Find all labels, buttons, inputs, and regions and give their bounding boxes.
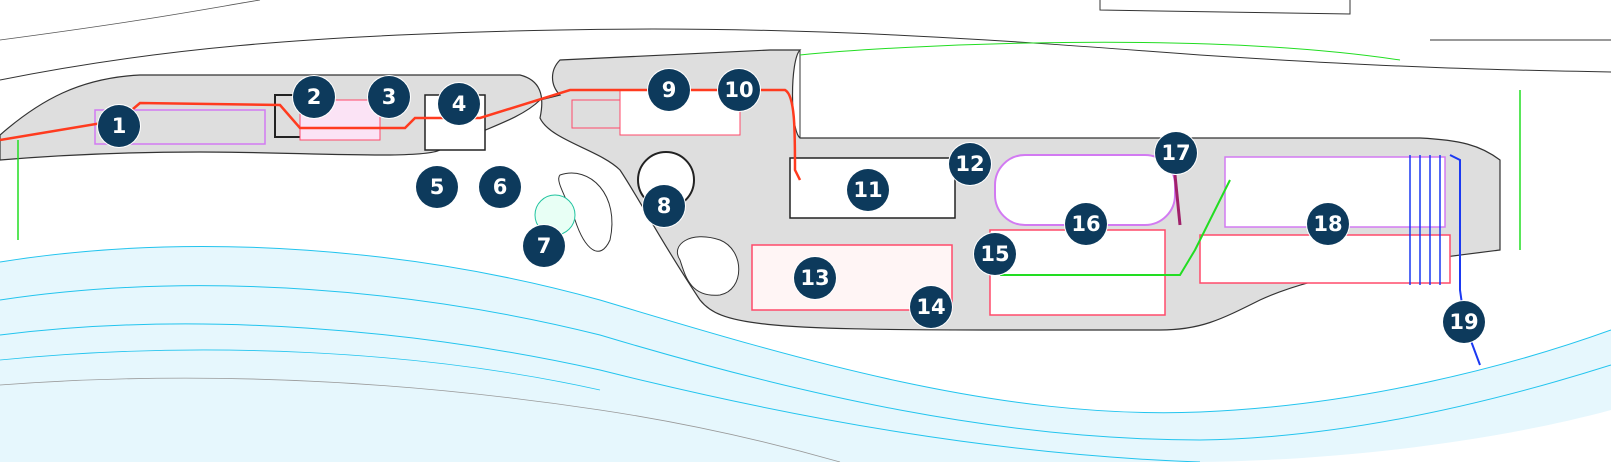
marker-16[interactable]: 16 (1065, 203, 1107, 245)
green-pipe (1000, 179, 1231, 276)
marker-1[interactable]: 1 (98, 105, 140, 147)
marker-6[interactable]: 6 (479, 166, 521, 208)
marker-9[interactable]: 9 (648, 69, 690, 111)
marker-4[interactable]: 4 (438, 83, 480, 125)
marker-11[interactable]: 11 (847, 169, 889, 211)
marker-10[interactable]: 10 (718, 69, 760, 111)
marker-2[interactable]: 2 (293, 76, 335, 118)
marker-12[interactable]: 12 (949, 143, 991, 185)
marker-18[interactable]: 18 (1307, 203, 1349, 245)
marker-3[interactable]: 3 (368, 76, 410, 118)
marker-19[interactable]: 19 (1443, 301, 1485, 343)
marker-15[interactable]: 15 (974, 233, 1016, 275)
marker-13[interactable]: 13 (794, 257, 836, 299)
river-bank-line (0, 246, 1611, 414)
marker-17[interactable]: 17 (1155, 132, 1197, 174)
marker-7[interactable]: 7 (523, 225, 565, 267)
marker-8[interactable]: 8 (643, 185, 685, 227)
marker-5[interactable]: 5 (416, 166, 458, 208)
river (0, 246, 1611, 462)
main-pipe (0, 88, 802, 181)
marker-14[interactable]: 14 (910, 286, 952, 328)
